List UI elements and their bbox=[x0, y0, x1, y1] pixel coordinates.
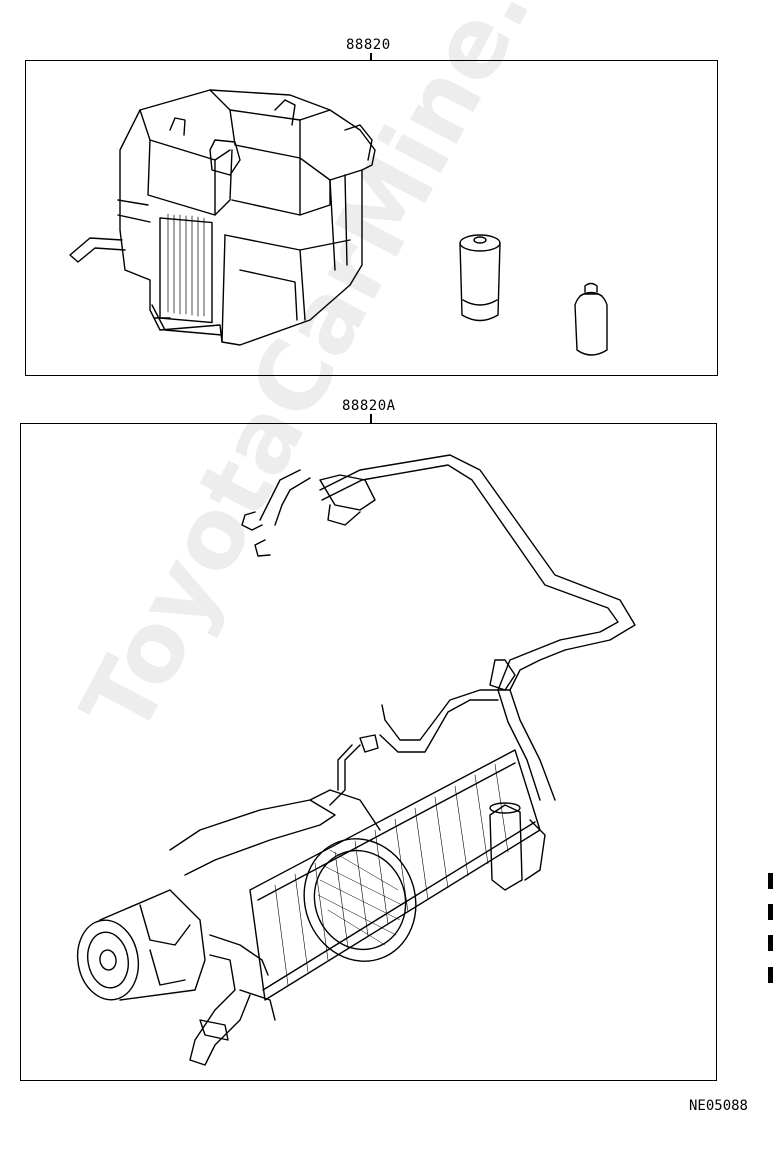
lower-assembly-frame bbox=[20, 423, 717, 1081]
edge-mark bbox=[768, 873, 773, 889]
figure-id: NE05088 bbox=[688, 1098, 748, 1114]
lower-leader-line bbox=[370, 414, 372, 424]
edge-mark bbox=[768, 935, 773, 951]
edge-mark bbox=[768, 967, 773, 983]
edge-mark bbox=[768, 904, 773, 920]
evaporator-unit-drawing bbox=[69, 89, 376, 346]
receiver-drier-drawing bbox=[459, 234, 501, 322]
lower-part-number: 88820A bbox=[342, 398, 396, 414]
upper-leader-line bbox=[370, 53, 372, 61]
upper-assembly-frame bbox=[25, 60, 718, 376]
bottle-drawing bbox=[574, 282, 608, 356]
ac-system-drawing bbox=[76, 454, 636, 1066]
upper-part-number: 88820 bbox=[346, 37, 391, 53]
